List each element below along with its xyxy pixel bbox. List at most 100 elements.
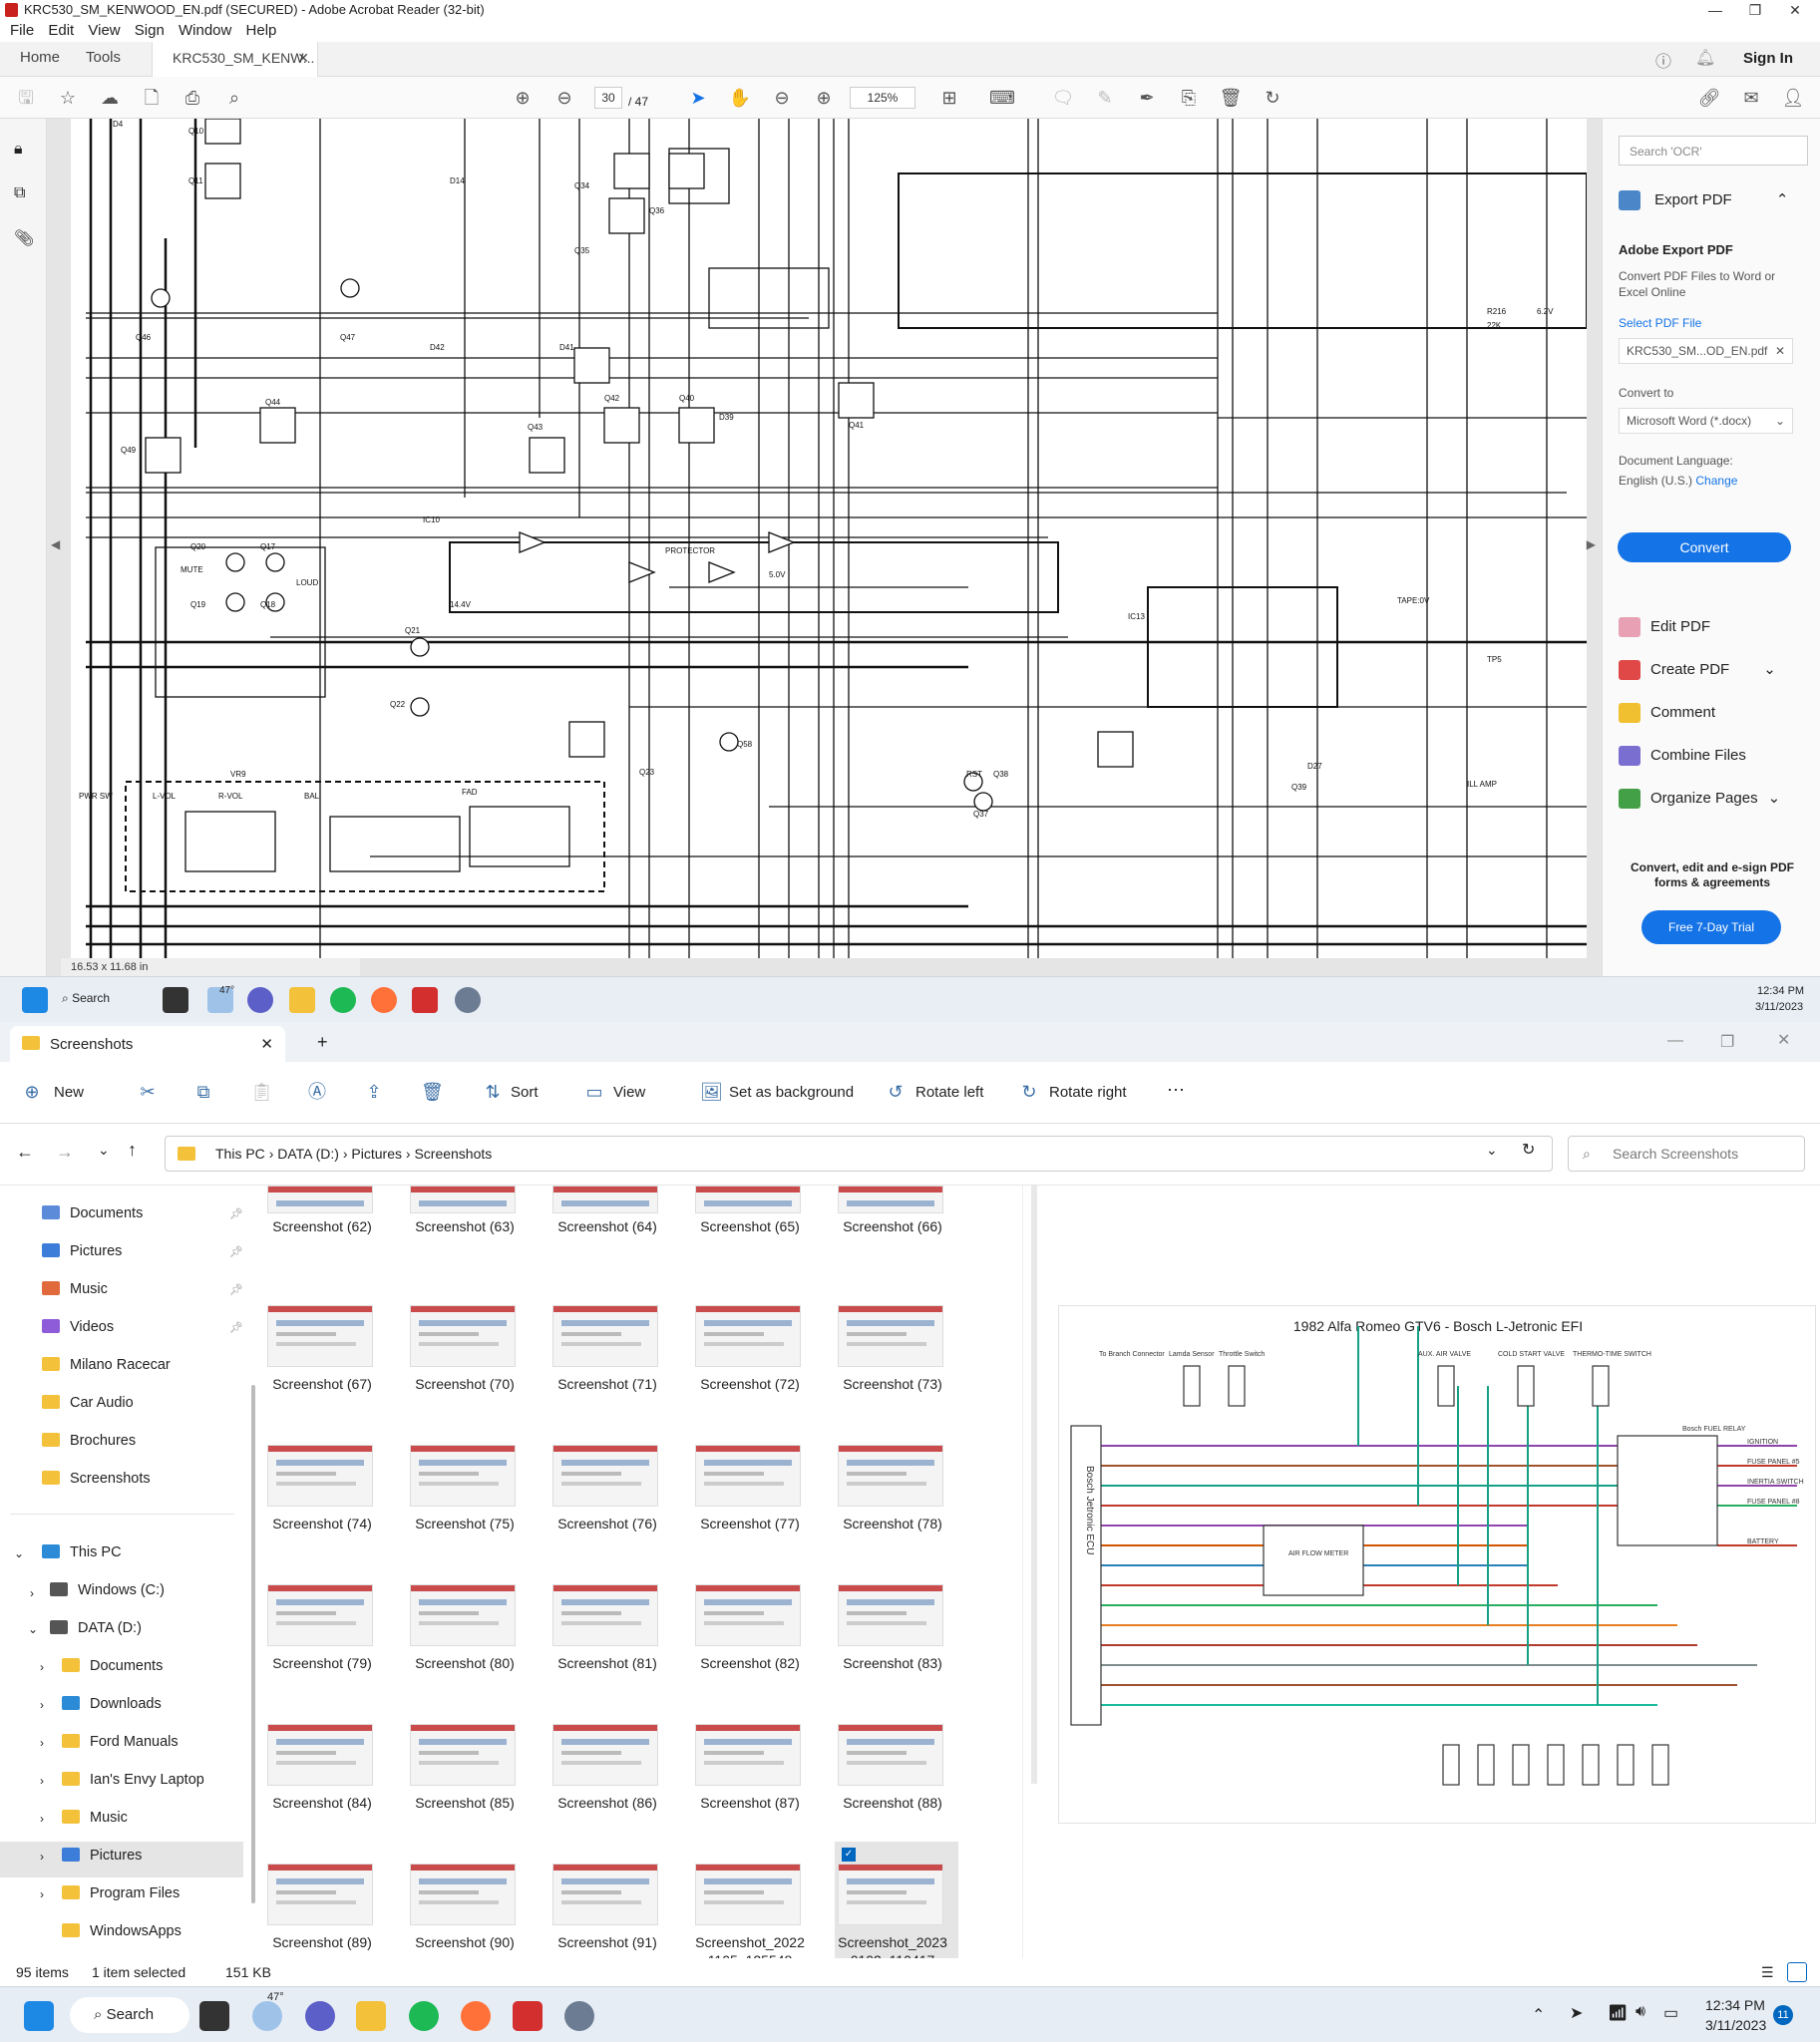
nav-folder-item[interactable]: Brochures (42, 1433, 136, 1449)
nav-scrollbar[interactable] (251, 1385, 255, 1903)
file-name[interactable]: Screenshot (64) (557, 1218, 657, 1234)
file-thumbnail[interactable] (410, 1864, 516, 1925)
file-thumbnail[interactable] (695, 1305, 801, 1367)
sort-button[interactable]: Sort (511, 1084, 539, 1101)
nav-pinned-item[interactable]: Music (42, 1281, 108, 1297)
more-options-icon[interactable]: ⋯ (1167, 1080, 1185, 1100)
file-name[interactable]: Screenshot (76) (557, 1516, 657, 1532)
file-thumbnail[interactable] (695, 1445, 801, 1507)
spotify-icon[interactable] (330, 987, 356, 1013)
paste-icon[interactable]: 📋︎ (250, 1082, 273, 1102)
settings-gear-icon[interactable] (564, 2001, 594, 2031)
weather-icon[interactable] (252, 2001, 282, 2031)
file-name[interactable]: Screenshot (63) (415, 1218, 515, 1234)
file-name[interactable]: Screenshot (80) (415, 1655, 515, 1671)
collapse-left-icon[interactable]: ◀ (51, 537, 61, 551)
tab-home[interactable]: Home (20, 49, 61, 66)
page-down-icon[interactable]: ⊖ (556, 88, 572, 108)
nav-tree-item[interactable]: Music (62, 1810, 128, 1826)
grid-scrollbar[interactable] (1031, 1186, 1037, 1784)
nav-pinned-item[interactable]: Documents (42, 1205, 143, 1221)
rename-icon[interactable]: Ⓐ (308, 1082, 326, 1102)
minimize-button[interactable]: — (1708, 2, 1722, 18)
file-thumbnail[interactable] (552, 1724, 658, 1786)
file-info-icon[interactable]: 🗋 (144, 88, 160, 108)
file-name[interactable]: Screenshot (90) (415, 1934, 515, 1950)
pin-icon[interactable]: 📌︎ (229, 1208, 243, 1220)
file-thumbnail[interactable] (410, 1584, 516, 1646)
file-name[interactable]: Screenshot (84) (272, 1795, 372, 1811)
file-name[interactable]: Screenshot (73) (843, 1376, 942, 1392)
file-name[interactable]: Screenshot (65) (700, 1218, 800, 1234)
file-name[interactable]: Screenshot (85) (415, 1795, 515, 1811)
ocr-search-input[interactable]: Search 'OCR' (1619, 136, 1808, 166)
breadcrumb-screenshots[interactable]: Screenshots (414, 1146, 493, 1162)
tree-chevron-icon[interactable]: › (40, 1887, 44, 1901)
tree-chevron-icon[interactable]: › (40, 1736, 44, 1750)
nav-tree-item[interactable]: Downloads (62, 1696, 162, 1712)
pin-icon[interactable]: 📌︎ (229, 1322, 243, 1334)
delete-icon[interactable]: 🗑 (421, 1082, 444, 1102)
page-number-input[interactable]: 30 (594, 87, 622, 109)
view-button[interactable]: View (613, 1084, 646, 1101)
convert-button[interactable]: Convert (1618, 532, 1791, 562)
file-name[interactable]: Screenshot (77) (700, 1516, 800, 1532)
file-thumbnail[interactable] (267, 1186, 373, 1213)
selection-checkbox[interactable]: ✓ (842, 1848, 856, 1862)
tree-chevron-icon[interactable]: ⌄ (28, 1622, 39, 1636)
breadcrumb-data[interactable]: DATA (D:) (277, 1146, 339, 1162)
file-thumbnail[interactable] (838, 1584, 943, 1646)
comment-icon[interactable]: 🗨 (1051, 88, 1075, 108)
details-view-icon[interactable]: ☰ (1761, 1964, 1774, 1980)
copy-icon[interactable]: ⧉ (196, 1082, 210, 1102)
collapse-right-icon[interactable]: ▶ (1586, 537, 1596, 551)
nav-this-pc[interactable]: This PC (42, 1544, 122, 1560)
file-thumbnail[interactable] (267, 1724, 373, 1786)
clear-file-icon[interactable]: ✕ (1774, 344, 1785, 358)
location-icon[interactable]: ➤ (1570, 2005, 1584, 2022)
file-thumbnail[interactable] (410, 1186, 516, 1213)
select-cursor-icon[interactable]: ➤ (690, 88, 706, 108)
acrobat-taskbar-icon[interactable] (412, 987, 438, 1013)
pages-icon[interactable]: ⧉ (14, 184, 26, 201)
wifi-icon[interactable]: 📶︎ (1608, 2005, 1629, 2022)
file-thumbnail[interactable] (838, 1186, 943, 1213)
file-name[interactable]: Screenshot (62) (272, 1218, 372, 1234)
file-name[interactable]: Screenshot (87) (700, 1795, 800, 1811)
close-button[interactable]: ✕ (1789, 2, 1801, 18)
selected-file-field[interactable]: KRC530_SM...OD_EN.pdf✕ (1619, 338, 1793, 364)
set-background-button[interactable]: Set as background (729, 1084, 855, 1101)
link-icon[interactable]: 🔗︎ (1697, 88, 1721, 108)
account-icon[interactable]: 👤︎ (1781, 88, 1805, 108)
file-thumbnail[interactable] (410, 1445, 516, 1507)
file-thumbnail[interactable] (838, 1305, 943, 1367)
volume-icon[interactable]: 🔊︎ (1636, 2003, 1646, 2020)
task-view-icon[interactable] (199, 2001, 229, 2031)
pdf-viewport[interactable]: ◀ (47, 118, 1602, 1023)
new-button[interactable]: New (54, 1084, 85, 1101)
file-thumbnail[interactable] (695, 1186, 801, 1213)
file-explorer-icon[interactable] (289, 987, 315, 1013)
zoom-out-icon[interactable]: ⊖ (774, 88, 790, 108)
file-thumbnail[interactable] (838, 1724, 943, 1786)
tree-chevron-icon[interactable]: › (30, 1586, 34, 1600)
explorer-search-input[interactable]: ⌕ Search Screenshots (1568, 1136, 1805, 1172)
file-thumbnail[interactable] (267, 1584, 373, 1646)
upload-icon[interactable]: ☁ (101, 88, 119, 108)
nav-windows-drive[interactable]: Windows (C:) (50, 1582, 165, 1598)
file-name[interactable]: Screenshot (86) (557, 1795, 657, 1811)
nav-folder-item[interactable]: Milano Racecar (42, 1357, 171, 1373)
close-button[interactable]: ✕ (1777, 1032, 1791, 1049)
nav-tree-item[interactable]: Ian's Envy Laptop (62, 1772, 204, 1788)
maximize-button[interactable]: ❐ (1720, 1034, 1735, 1051)
nav-folder-item[interactable]: Car Audio (42, 1395, 134, 1411)
firefox-icon[interactable] (371, 987, 397, 1013)
keyboard-icon[interactable]: ⌨ (989, 88, 1015, 108)
nav-tree-item[interactable]: Program Files (62, 1885, 180, 1901)
file-thumbnail[interactable] (410, 1724, 516, 1786)
file-thumbnail[interactable] (838, 1864, 943, 1925)
zoom-level-dropdown[interactable]: 125% (850, 87, 915, 109)
tool-edit-pdf[interactable]: Edit PDF (1619, 617, 1710, 637)
taskbar-search[interactable]: ⌕ Search (62, 991, 111, 1005)
windows-start-icon[interactable] (22, 987, 48, 1013)
